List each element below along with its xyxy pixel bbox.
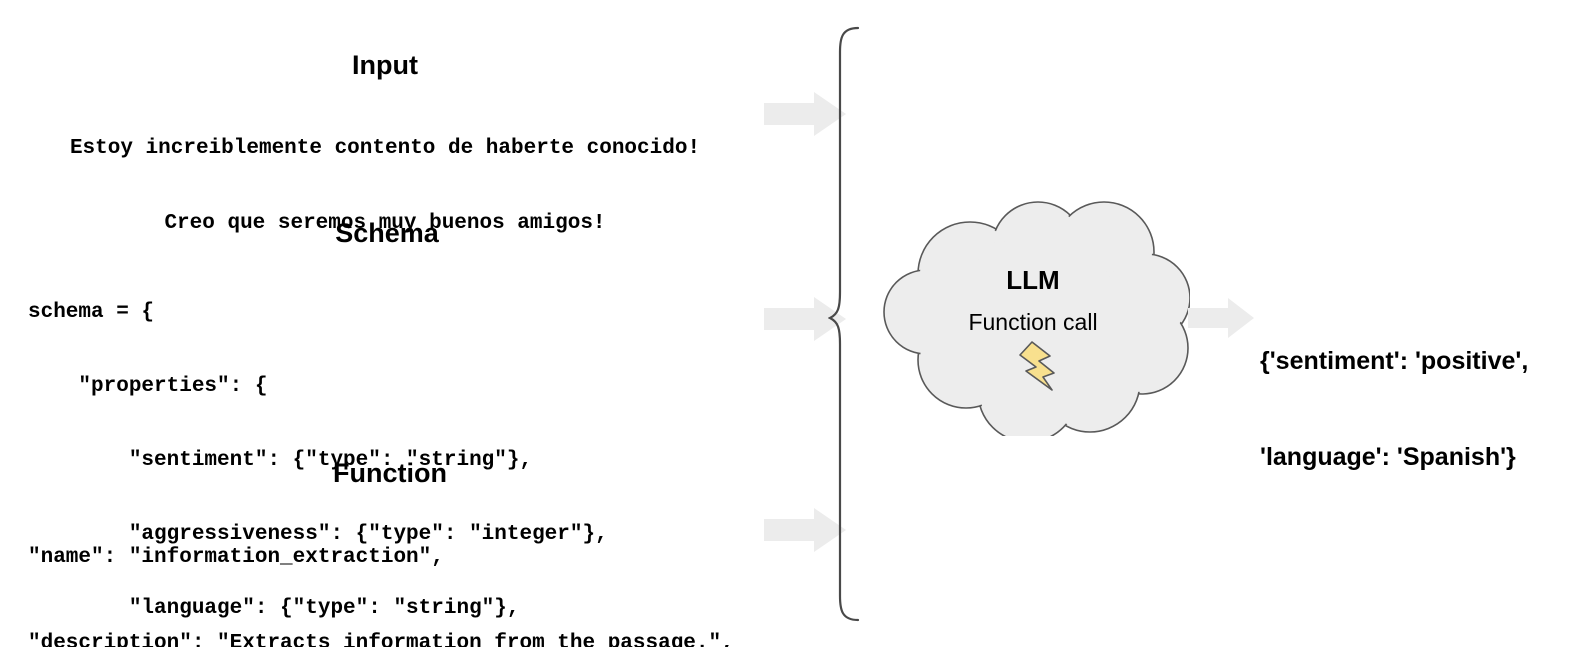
cloud-title-label: LLM xyxy=(1006,265,1060,295)
grouping-brace xyxy=(828,26,860,622)
schema-line: "aggressiveness": {"type": "integer"}, xyxy=(28,523,608,546)
schema-line: "sentiment": {"type": "string"}, xyxy=(28,449,533,472)
schema-line: "language": {"type": "string"}, xyxy=(28,597,520,620)
schema-code-block: schema = { "properties": { "sentiment": … xyxy=(28,253,608,647)
llm-cloud-shape xyxy=(883,201,1190,436)
lightning-bolt-icon xyxy=(1019,341,1055,391)
function-arrow-icon xyxy=(764,508,846,552)
input-arrow-icon xyxy=(764,92,846,136)
input-text-block: Estoy increiblemente contento de haberte… xyxy=(20,88,750,284)
output-line: 'language': 'Spanish'} xyxy=(1260,443,1516,471)
schema-line: "properties": { xyxy=(28,375,268,398)
output-text-block: {'sentiment': 'positive', 'language': 'S… xyxy=(1260,281,1570,537)
function-code-block: "name": "information_extraction", "descr… xyxy=(28,492,734,647)
function-line: "name": "information_extraction", xyxy=(28,546,444,569)
schema-section-title: Schema xyxy=(335,218,439,248)
function-line: "description": "Extracts information fro… xyxy=(28,632,734,647)
input-line: Estoy increiblemente contento de haberte… xyxy=(69,137,701,160)
function-section-title: Function xyxy=(333,458,447,488)
schema-arrow-icon xyxy=(764,297,846,341)
cloud-subtitle-label: Function call xyxy=(968,309,1098,335)
schema-line: schema = { xyxy=(28,301,155,324)
input-line: Creo que seremos muy buenos amigos! xyxy=(164,212,606,235)
output-line: {'sentiment': 'positive', xyxy=(1260,347,1529,375)
input-section-title: Input xyxy=(352,50,418,80)
output-arrow-icon xyxy=(1188,298,1254,338)
